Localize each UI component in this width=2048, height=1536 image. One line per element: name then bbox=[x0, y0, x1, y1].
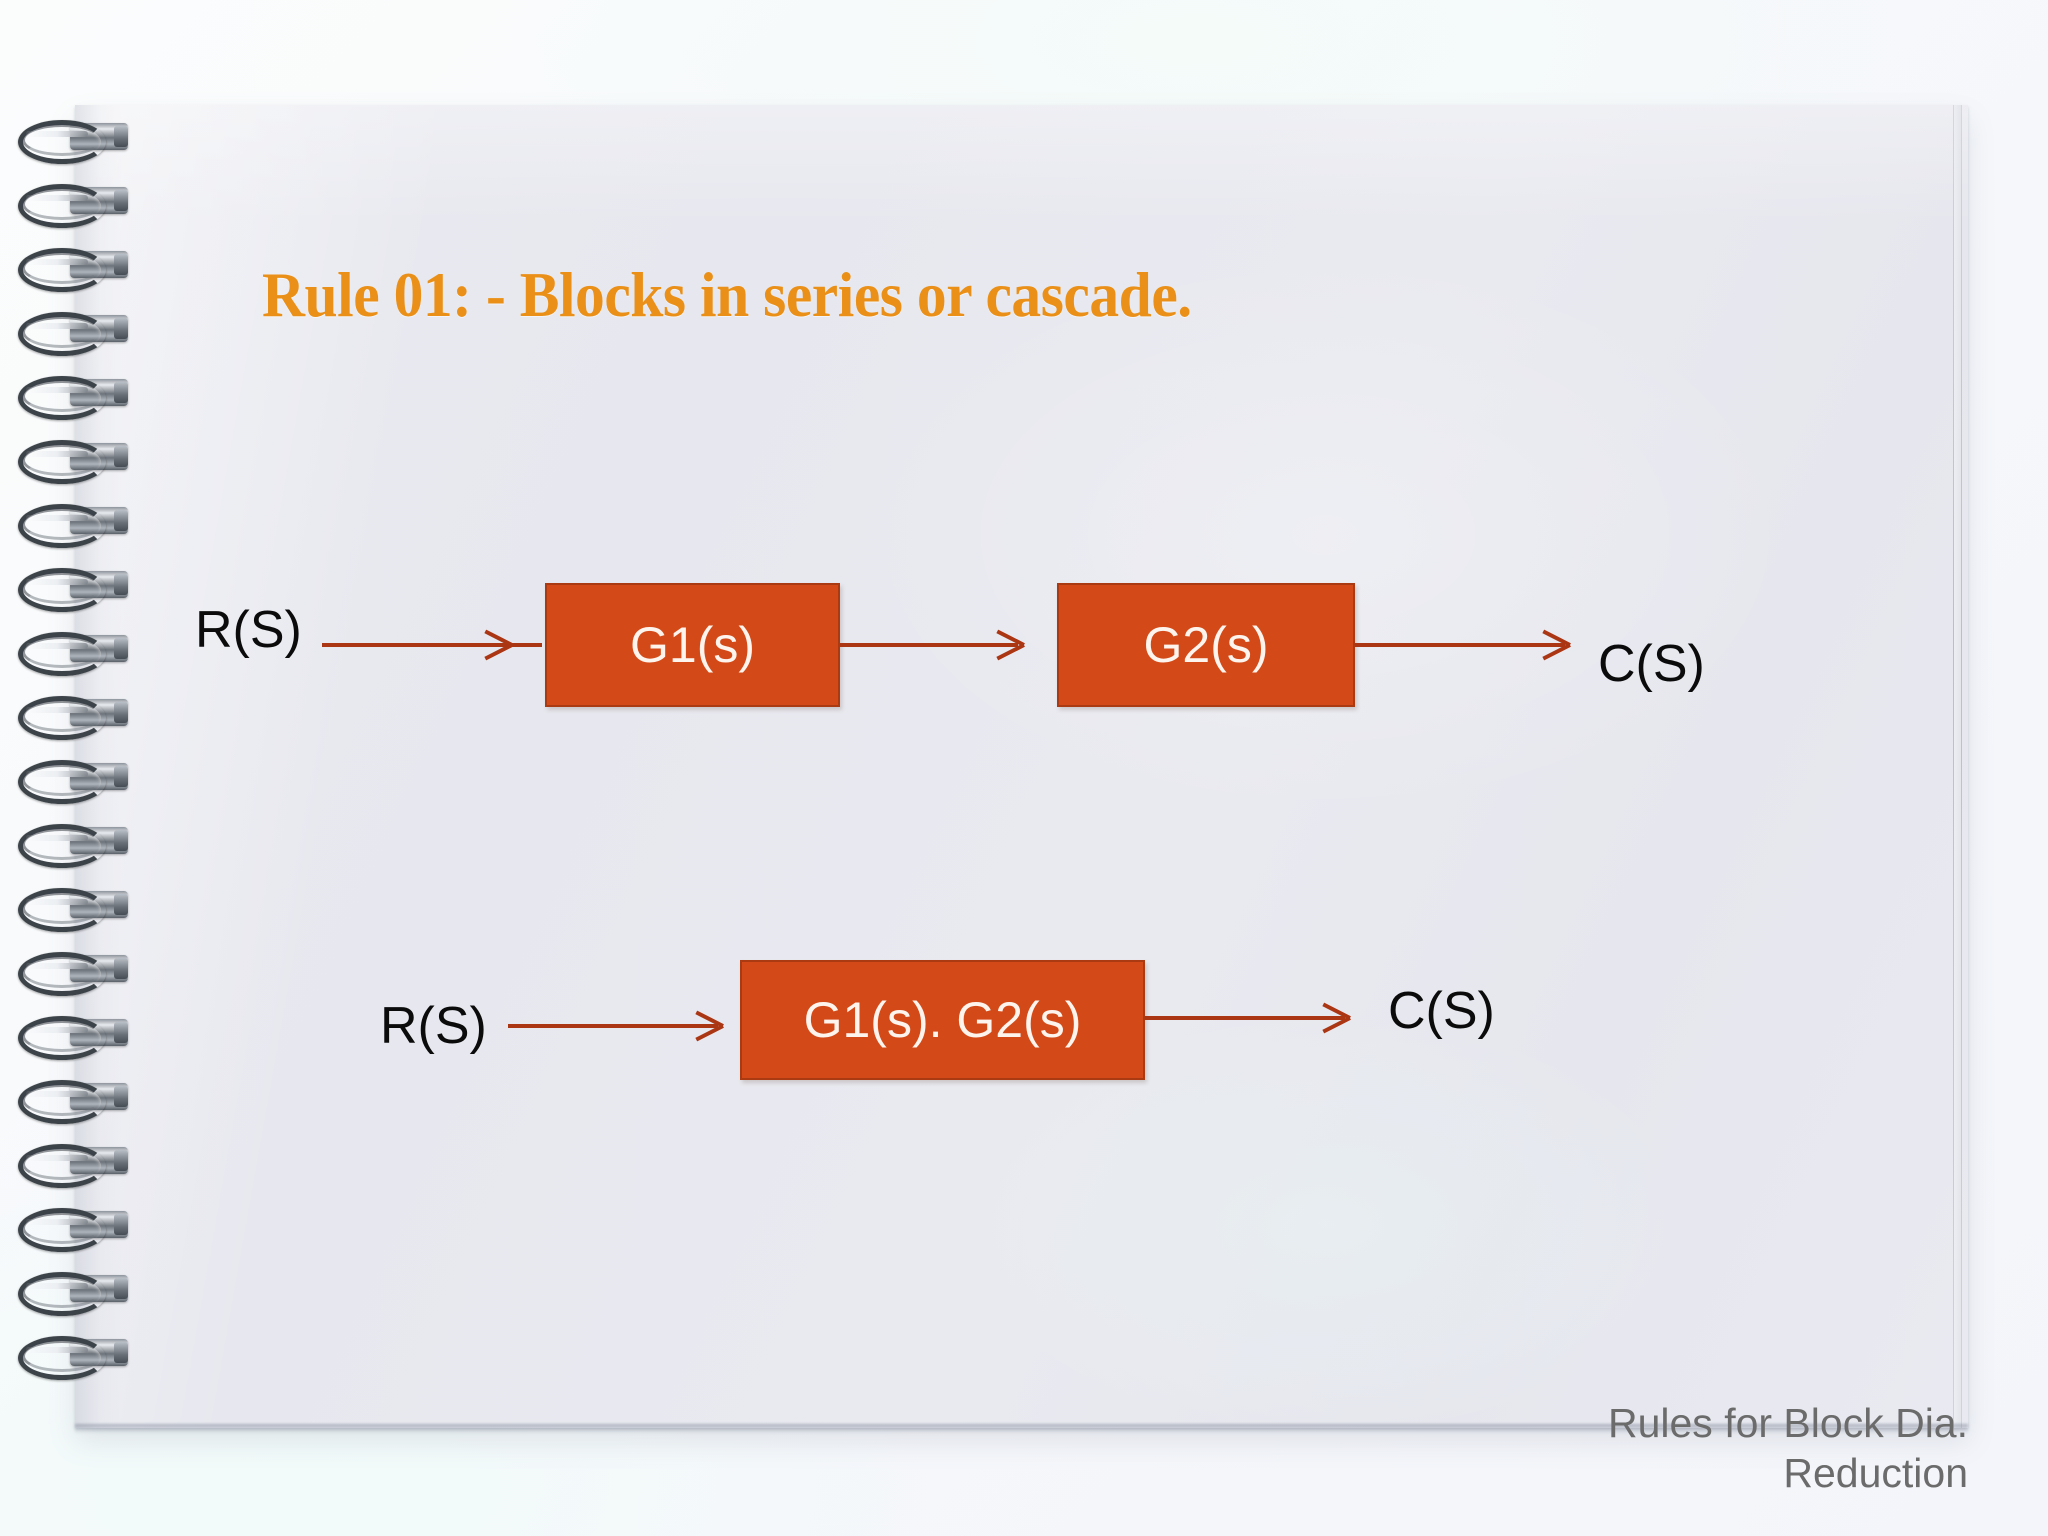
spiral-ring bbox=[18, 1336, 130, 1380]
spiral-ring bbox=[18, 120, 130, 164]
spiral-ring bbox=[18, 376, 130, 420]
spiral-ring bbox=[18, 1016, 130, 1060]
spiral-ring bbox=[18, 248, 130, 292]
spiral-ring bbox=[18, 1144, 130, 1188]
page-stack-fill bbox=[1954, 105, 1961, 1428]
row1-input-label: R(S) bbox=[195, 601, 302, 659]
spiral-ring bbox=[18, 632, 130, 676]
block-g1-g2-product-label: G1(s). G2(s) bbox=[803, 992, 1082, 1048]
notebook-page bbox=[75, 105, 1968, 1428]
spiral-binding-icon bbox=[0, 120, 150, 1410]
spiral-ring bbox=[18, 568, 130, 612]
block-g1-label: G1(s) bbox=[630, 617, 755, 673]
spiral-ring bbox=[18, 184, 130, 228]
page-stack-edge-1 bbox=[1953, 105, 1954, 1428]
page-stack-edge-2 bbox=[1961, 105, 1962, 1428]
spiral-ring bbox=[18, 1208, 130, 1252]
page-title: Rule 01: - Blocks in series or cascade. bbox=[262, 259, 1192, 330]
footer-caption: Rules for Block Dia. Reduction bbox=[1408, 1398, 1968, 1498]
spiral-ring bbox=[18, 824, 130, 868]
spiral-ring bbox=[18, 696, 130, 740]
block-g2-label: G2(s) bbox=[1143, 617, 1269, 673]
footer-line-1: Rules for Block Dia. bbox=[1607, 1400, 1968, 1446]
row2-output-label: C(S) bbox=[1388, 982, 1495, 1040]
row2-input-label: R(S) bbox=[380, 997, 487, 1055]
spiral-ring bbox=[18, 760, 130, 804]
page-bottom-shadow bbox=[75, 1424, 1968, 1434]
footer-line-2: Reduction bbox=[1783, 1450, 1968, 1497]
spiral-ring bbox=[18, 888, 130, 932]
spiral-ring bbox=[18, 1080, 130, 1124]
block-g1[interactable]: G1(s) bbox=[545, 583, 840, 707]
spiral-ring bbox=[18, 952, 130, 996]
spiral-ring bbox=[18, 312, 130, 356]
spiral-ring bbox=[18, 1272, 130, 1316]
block-g1-g2-product[interactable]: G1(s). G2(s) bbox=[740, 960, 1145, 1080]
spiral-ring bbox=[18, 504, 130, 548]
row1-output-label: C(S) bbox=[1598, 635, 1705, 693]
block-g2[interactable]: G2(s) bbox=[1057, 583, 1355, 707]
spiral-ring bbox=[18, 440, 130, 484]
